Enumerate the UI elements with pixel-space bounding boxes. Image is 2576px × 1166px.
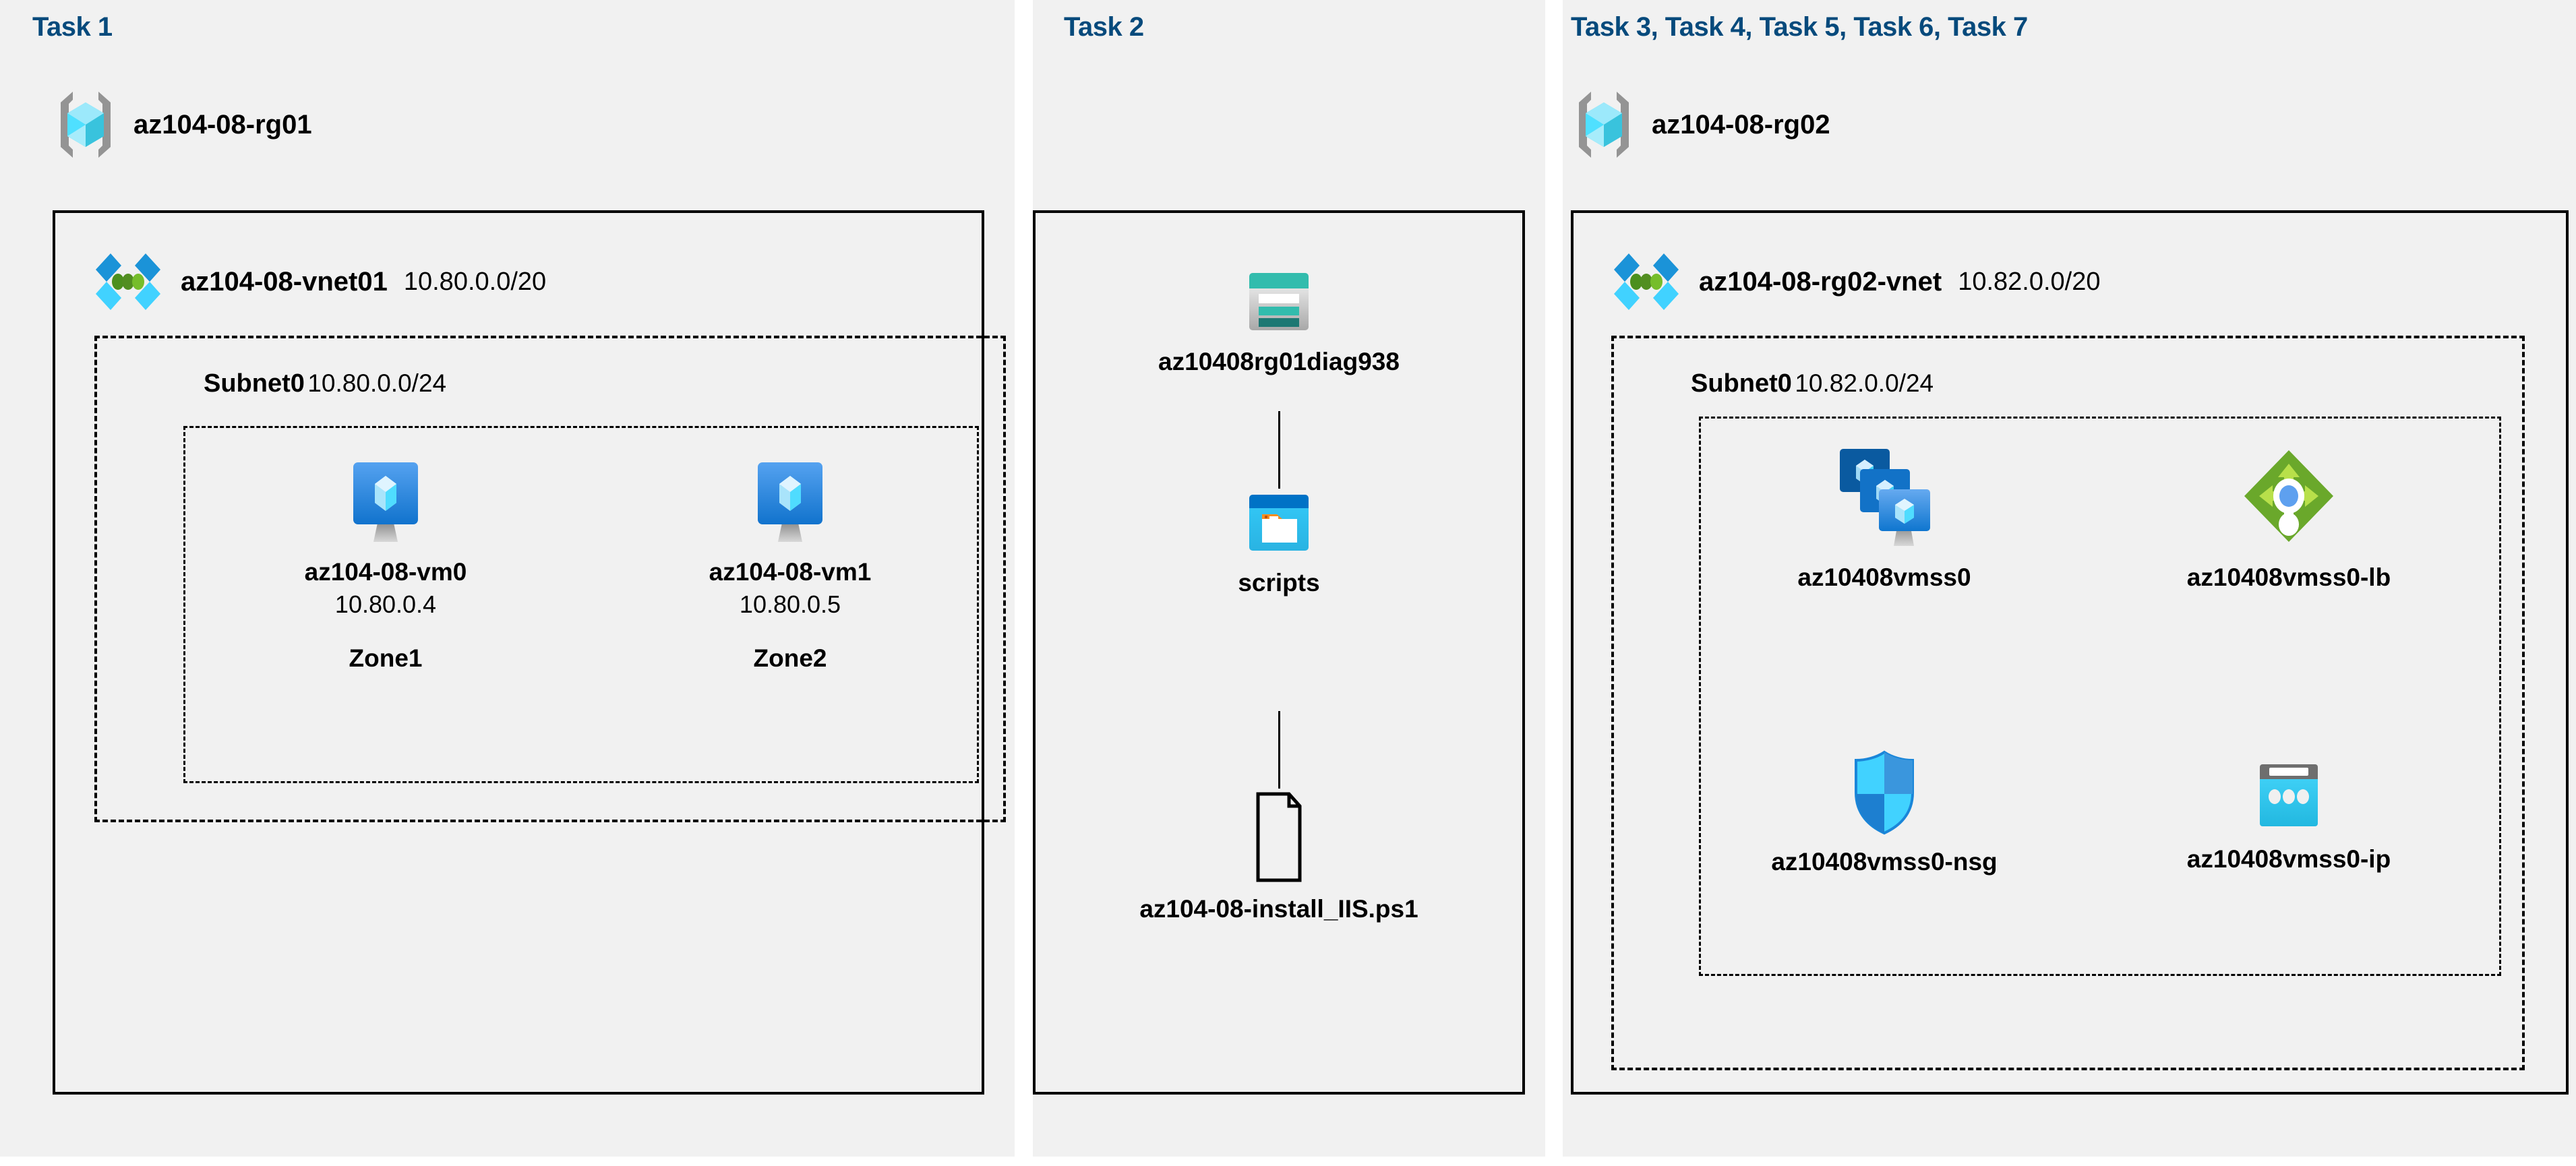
task1-vm0-ip: 10.80.0.4 (334, 590, 437, 618)
task1-vnet-name: az104-08-vnet01 (181, 266, 388, 297)
task1-vm0-zone: Zone1 (349, 644, 423, 672)
task2-file-name: az104-08-install_IIS.ps1 (1139, 895, 1418, 923)
task3to7-public-ip[interactable]: az10408vmss0-ip (2174, 760, 2403, 873)
storage-account-icon (1245, 270, 1313, 337)
task1-vm0-name: az104-08-vm0 (304, 558, 467, 586)
task1-title: Task 1 (32, 12, 113, 42)
task1-vm-1[interactable]: az104-08-vm1 10.80.0.5 Zone2 (676, 458, 905, 673)
task3to7-subnet-box (1611, 336, 2525, 1070)
load-balancer-icon (2239, 445, 2339, 553)
task1-vnet-box (53, 210, 984, 1095)
task2-storage-name: az10408rg01diag938 (1158, 348, 1400, 375)
task1-vnet-cidr: 10.80.0.0/20 (403, 267, 547, 296)
task1-subnet-box (94, 336, 1006, 822)
network-security-group-icon (1845, 748, 1923, 837)
task3to7-subnet-header: Subnet0 10.82.0.0/24 (1691, 369, 1934, 398)
task2-title: Task 2 (1064, 12, 1144, 42)
public-ip-address-icon (2252, 760, 2326, 834)
task3to7-nsg[interactable]: az10408vmss0-nsg (1770, 748, 1999, 876)
task3to7-vmss[interactable]: az10408vmss0 (1770, 445, 1999, 592)
task3to7-rg-name: az104-08-rg02 (1652, 109, 1830, 140)
task3to7-resource-group: az104-08-rg02 (1571, 88, 1830, 162)
task2-blob-container[interactable]: scripts (1164, 491, 1394, 597)
task1-vm1-zone: Zone2 (753, 644, 827, 672)
task3to7-resource-group-box (1699, 417, 2501, 976)
resource-group-icon (1571, 88, 1637, 162)
task3to7-vnet-name: az104-08-rg02-vnet (1699, 266, 1942, 297)
task3to7-nsg-name: az10408vmss0-nsg (1771, 848, 1998, 876)
task2-content-box (1033, 210, 1525, 1095)
virtual-machine-icon (344, 458, 427, 547)
task3to7-vnet-cidr: 10.82.0.0/20 (1958, 267, 2101, 296)
resource-group-icon (53, 88, 119, 162)
task3to7-vnet-box (1571, 210, 2569, 1095)
task1-vnet-header: az104-08-vnet01 10.80.0.0/20 (92, 248, 546, 315)
task3to7-vmss-name: az10408vmss0 (1797, 563, 1971, 591)
virtual-network-icon (92, 248, 164, 315)
task1-vm1-name: az104-08-vm1 (709, 558, 872, 586)
vm-scale-set-icon (1834, 445, 1934, 553)
task1-resource-group: az104-08-rg01 (53, 88, 312, 162)
task1-rg-name: az104-08-rg01 (133, 109, 312, 140)
connector-container-to-file (1278, 711, 1280, 789)
task1-subnet-name: Subnet0 (204, 369, 305, 398)
task1-subnet-cidr: 10.80.0.0/24 (307, 369, 447, 397)
task1-vm-0[interactable]: az104-08-vm0 10.80.0.4 Zone1 (271, 458, 500, 673)
task3to7-subnet-cidr: 10.82.0.0/24 (1795, 369, 1934, 397)
virtual-machine-icon (748, 458, 832, 547)
connector-storage-to-container (1278, 411, 1280, 489)
blob-container-icon (1245, 491, 1313, 558)
task3to7-vnet-header: az104-08-rg02-vnet 10.82.0.0/20 (1610, 248, 2101, 315)
task2-container-name: scripts (1238, 569, 1320, 596)
task2-storage-account[interactable]: az10408rg01diag938 (1158, 270, 1400, 376)
task2-script-file[interactable]: az104-08-install_IIS.ps1 (1139, 790, 1418, 923)
task1-vm1-ip: 10.80.0.5 (739, 590, 841, 618)
script-file-icon (1243, 790, 1315, 884)
task3to7-load-balancer[interactable]: az10408vmss0-lb (2174, 445, 2403, 592)
task3to7-title: Task 3, Task 4, Task 5, Task 6, Task 7 (1571, 12, 2028, 42)
task1-subnet-header: Subnet0 10.80.0.0/24 (204, 369, 446, 398)
task3to7-lb-name: az10408vmss0-lb (2186, 563, 2391, 591)
virtual-network-icon (1610, 248, 1683, 315)
task3to7-ip-name: az10408vmss0-ip (2186, 845, 2391, 873)
task3to7-subnet-name: Subnet0 (1691, 369, 1792, 398)
task1-vm-group-box (183, 426, 979, 783)
